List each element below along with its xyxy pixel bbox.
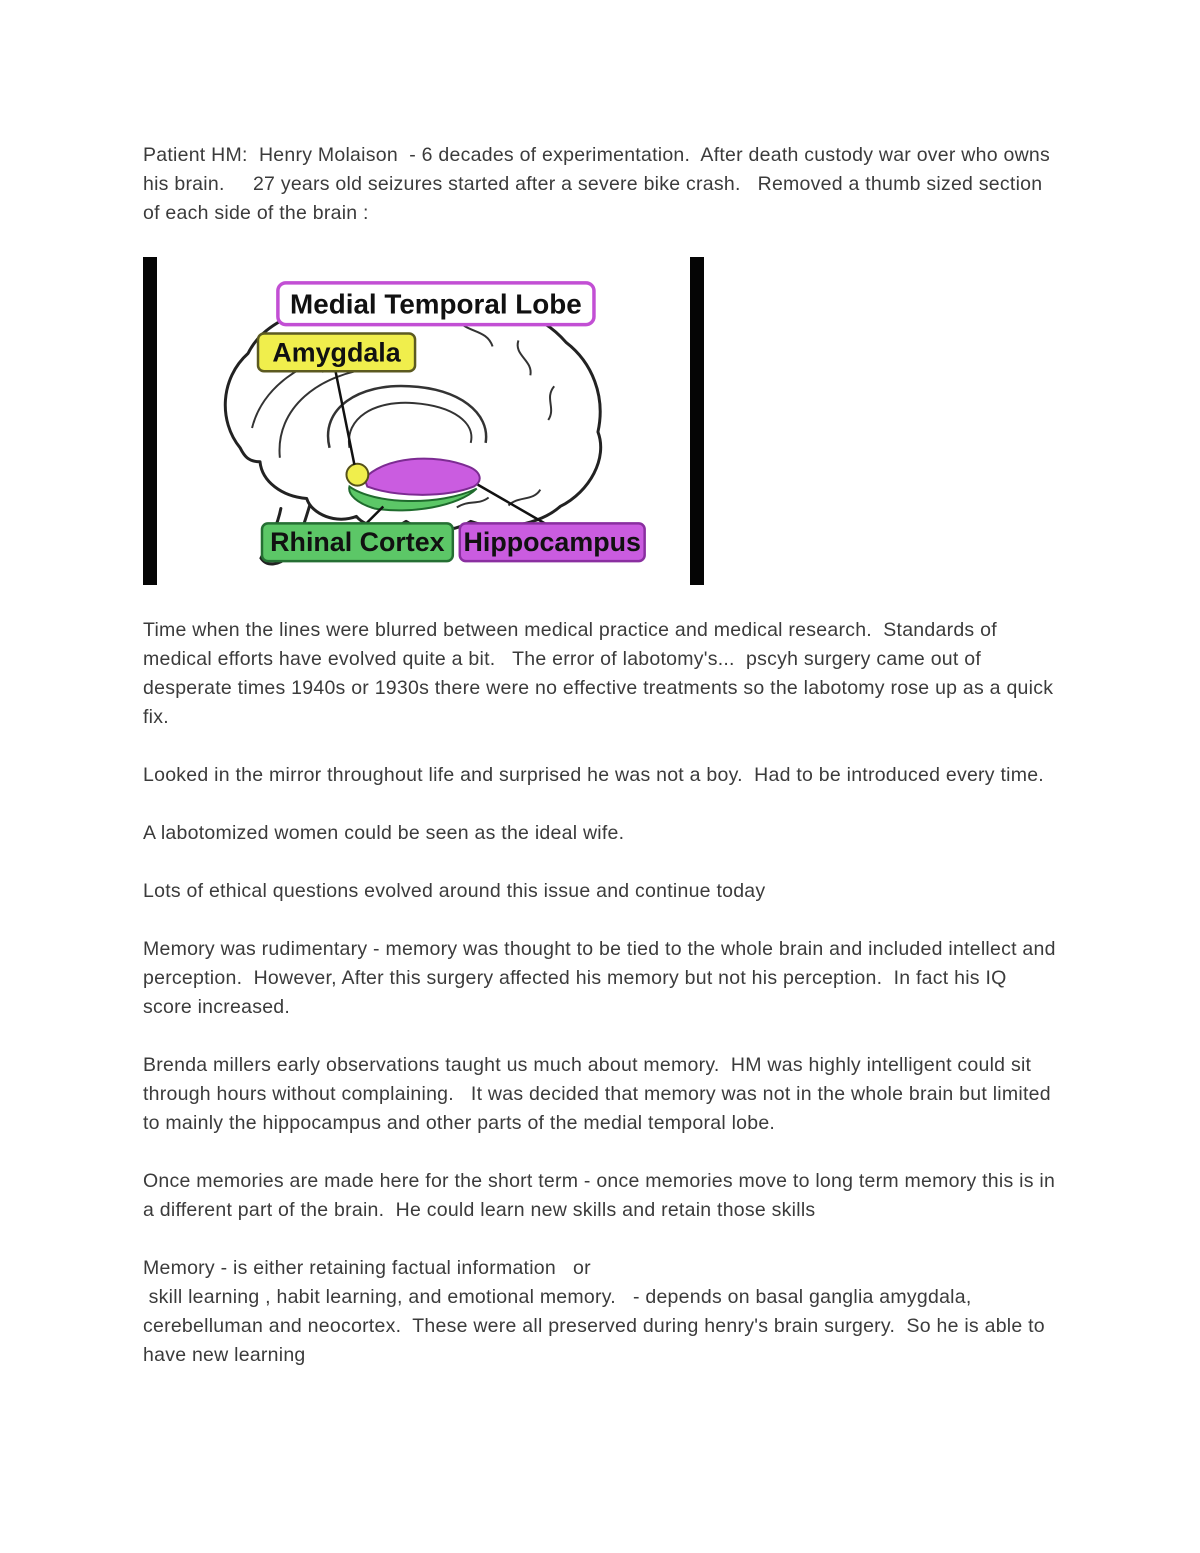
label-medial-temporal-lobe: Medial Temporal Lobe xyxy=(276,281,596,327)
paragraph-ethical-questions: Lots of ethical questions evolved around… xyxy=(143,880,766,902)
brain-diagram: Medial Temporal Lobe Amygdala Rhinal Cor… xyxy=(223,281,646,566)
label-amygdala: Amygdala xyxy=(256,332,417,373)
paragraph-blurred-lines: Time when the lines were blurred between… xyxy=(143,619,1059,728)
label-box-hippocampus xyxy=(458,522,646,563)
paragraph-brenda-millers: Brenda millers early observations taught… xyxy=(143,1054,1057,1134)
label-text-amygdala: Amygdala xyxy=(272,337,401,367)
brain-figure: Medial Temporal Lobe Amygdala Rhinal Cor… xyxy=(143,257,1058,585)
filmstrip-bar-right xyxy=(690,257,704,585)
label-text-hippocampus: Hippocampus xyxy=(464,527,641,557)
label-text-rhinal-cortex: Rhinal Cortex xyxy=(270,527,444,557)
filmstrip-bar-left xyxy=(143,257,157,585)
paragraph-ideal-wife: A labotomized women could be seen as the… xyxy=(143,822,625,844)
hippocampus-region xyxy=(363,457,481,496)
paragraph-memory-types: Memory - is either retaining factual inf… xyxy=(143,1257,1045,1366)
label-box-amygdala xyxy=(256,332,417,373)
label-rhinal-cortex: Rhinal Cortex xyxy=(260,522,455,563)
hippocampus-pointer-line xyxy=(477,483,549,527)
paragraph-memory-rudimentary: Memory was rudimentary - memory was thou… xyxy=(143,938,1062,1018)
amygdala-pointer-line xyxy=(334,371,356,465)
label-text-medial-temporal-lobe: Medial Temporal Lobe xyxy=(290,289,582,320)
label-box-medial-temporal-lobe xyxy=(276,281,596,327)
rhinal-cortex-region xyxy=(348,484,478,512)
paragraph-patient-hm: Patient HM: Henry Molaison - 6 decades o… xyxy=(143,144,1056,224)
paragraph-short-term-memory: Once memories are made here for the shor… xyxy=(143,1170,1061,1221)
label-hippocampus: Hippocampus xyxy=(458,522,646,563)
label-box-rhinal-cortex xyxy=(260,522,455,563)
amygdala-region xyxy=(345,462,370,487)
paragraph-mirror: Looked in the mirror throughout life and… xyxy=(143,764,1044,786)
